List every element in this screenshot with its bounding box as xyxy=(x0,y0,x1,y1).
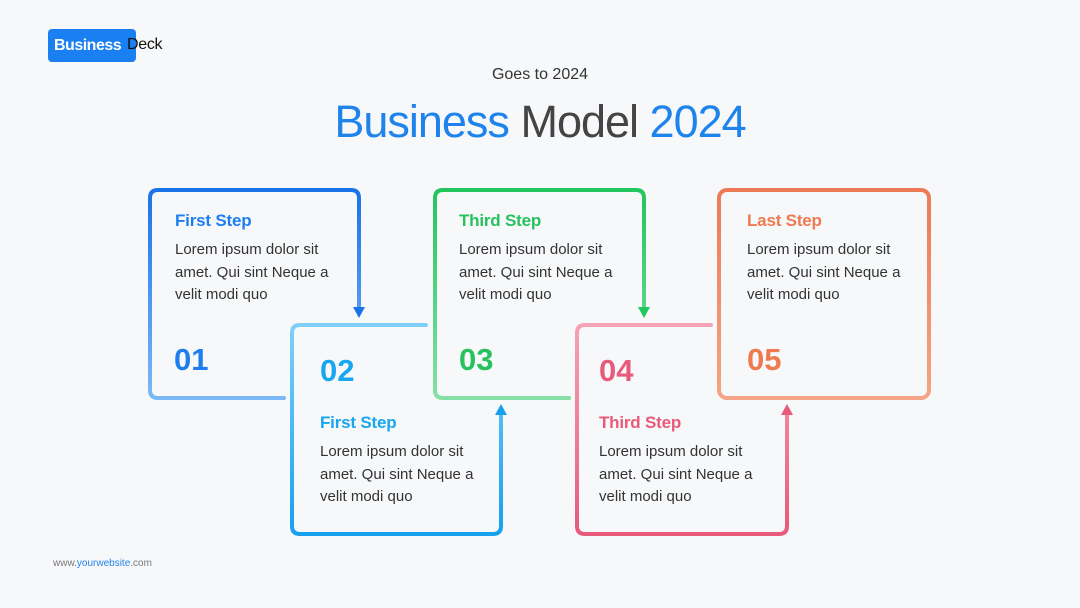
logo-highlight: Business xyxy=(48,29,136,62)
step-text: Lorem ipsum dolor sit amet. Qui sint Neq… xyxy=(175,241,329,303)
step-heading: Third Step xyxy=(459,211,542,230)
arrow-up-icon xyxy=(781,404,793,415)
step-number: 05 xyxy=(747,342,782,377)
step-text: Lorem ipsum dolor sit amet. Qui sint Neq… xyxy=(747,241,901,303)
page-subtitle: Goes to 2024 xyxy=(491,66,589,83)
step-frame-2 xyxy=(290,323,503,536)
footer-prefix: www. xyxy=(53,558,77,569)
step-frame-3 xyxy=(433,188,646,400)
brand-logo: Business Deck xyxy=(48,29,163,62)
step-text: Lorem ipsum dolor sit amet. Qui sint Neq… xyxy=(320,443,474,505)
step-number: 03 xyxy=(459,342,494,377)
step-card-3: Third Step Lorem ipsum dolor sit amet. Q… xyxy=(459,211,629,307)
step-text: Lorem ipsum dolor sit amet. Qui sint Neq… xyxy=(459,241,613,303)
step-card-1: First Step Lorem ipsum dolor sit amet. Q… xyxy=(175,211,345,307)
arrow-down-icon xyxy=(638,307,650,318)
step-frame-4 xyxy=(575,323,789,536)
step-heading: First Step xyxy=(175,211,252,230)
step-heading: First Step xyxy=(320,413,397,432)
arrow-down-icon xyxy=(353,307,365,318)
footer-website-link[interactable]: www.yourwebsite.com xyxy=(53,558,152,569)
title-part-business: Business xyxy=(334,96,510,147)
step-card-4: Third Step Lorem ipsum dolor sit amet. Q… xyxy=(599,413,769,509)
footer-site: yourwebsite xyxy=(76,558,131,569)
step-card-5: Last Step Lorem ipsum dolor sit amet. Qu… xyxy=(747,211,917,307)
arrow-up-icon xyxy=(495,404,507,415)
step-frame-1 xyxy=(148,188,361,400)
step-heading: Third Step xyxy=(599,413,682,432)
step-number: 01 xyxy=(174,342,209,377)
step-number: 04 xyxy=(599,353,634,388)
step-text: Lorem ipsum dolor sit amet. Qui sint Neq… xyxy=(599,443,753,505)
title-part-model: Model xyxy=(520,96,639,147)
footer-suffix: .com xyxy=(130,558,152,569)
logo-rest: Deck xyxy=(127,36,163,53)
step-number: 02 xyxy=(320,353,355,388)
step-frame-5 xyxy=(717,188,931,400)
step-heading: Last Step xyxy=(747,211,822,230)
title-part-year: 2024 xyxy=(649,96,747,147)
step-card-2: First Step Lorem ipsum dolor sit amet. Q… xyxy=(320,413,490,509)
page-title: Business Model 2024 xyxy=(0,94,1080,150)
